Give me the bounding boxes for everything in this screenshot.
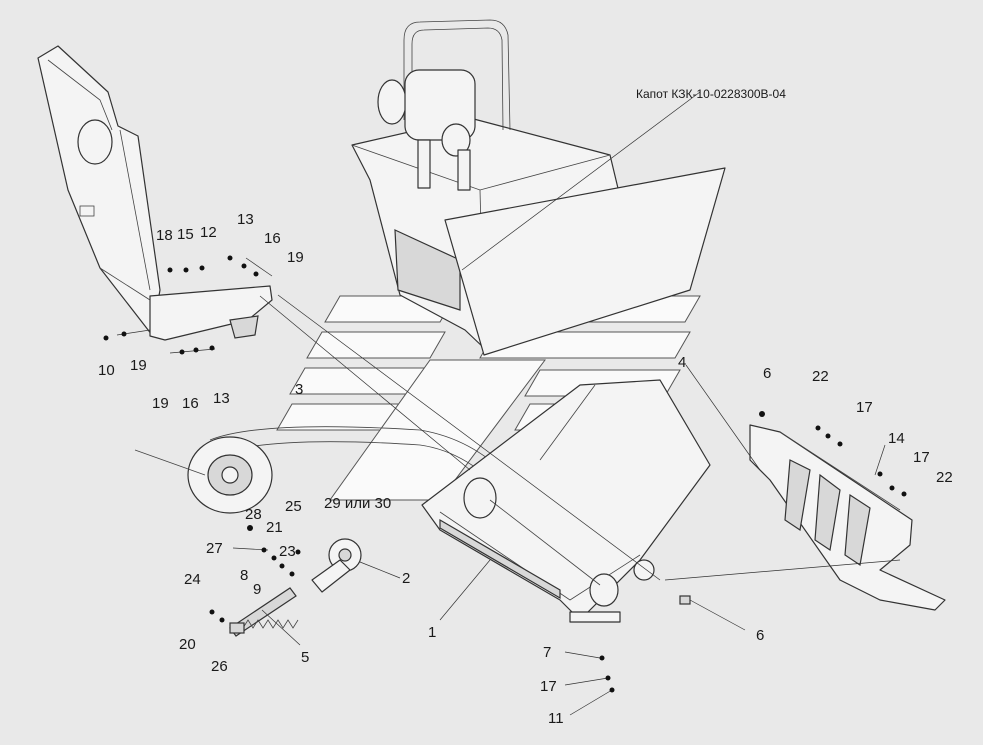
- title-label: Капот КЗК-10-0228300В-04: [636, 87, 786, 101]
- callout-19-left: 19: [130, 357, 147, 374]
- callout-19-top: 19: [287, 249, 304, 266]
- callout-14: 14: [888, 430, 905, 447]
- callout-12: 12: [200, 224, 217, 241]
- callout-8: 8: [240, 567, 248, 584]
- callout-6-top: 6: [763, 365, 771, 382]
- callout-2: 2: [402, 570, 410, 587]
- callout-10: 10: [98, 362, 115, 379]
- callout-22-top: 22: [812, 368, 829, 385]
- callout-4: 4: [678, 354, 686, 371]
- callout-17-right: 17: [913, 449, 930, 466]
- callout-26: 26: [211, 658, 228, 675]
- belt-drive: [134, 426, 521, 637]
- callout-5: 5: [301, 649, 309, 666]
- callout-3: 3: [295, 381, 303, 398]
- callout-11: 11: [548, 710, 564, 727]
- callout-21: 21: [266, 519, 283, 536]
- callout-6-bottom: 6: [756, 627, 764, 644]
- callout-15: 15: [177, 226, 194, 243]
- callout-17-bottom: 17: [540, 678, 557, 695]
- fin-guard-right: [749, 424, 946, 611]
- callout-28: 28: [245, 506, 262, 523]
- callout-25: 25: [285, 498, 302, 515]
- callout-27: 27: [206, 540, 223, 557]
- callout-17-upper: 17: [856, 399, 873, 416]
- callout-16-bottom: 16: [182, 395, 199, 412]
- callout-18: 18: [156, 227, 173, 244]
- rotor-assembly: [421, 379, 711, 623]
- callout-7: 7: [543, 644, 551, 661]
- callout-13-bottom: 13: [213, 390, 230, 407]
- callout-13-top: 13: [237, 211, 254, 228]
- engine-frame-assembly: [351, 19, 726, 356]
- callout-16-top: 16: [264, 230, 281, 247]
- fastener-dots: [103, 255, 907, 693]
- tension-spring: [229, 619, 299, 634]
- callout-9: 9: [253, 581, 261, 598]
- alt-part-label: 29 или 30: [324, 495, 391, 512]
- callout-19-bottom: 19: [152, 395, 169, 412]
- callout-24: 24: [184, 571, 201, 588]
- callout-1: 1: [428, 624, 436, 641]
- callout-23: 23: [279, 543, 296, 560]
- callout-22-right: 22: [936, 469, 953, 486]
- side-panel-left: [37, 45, 273, 341]
- callout-20: 20: [179, 636, 196, 653]
